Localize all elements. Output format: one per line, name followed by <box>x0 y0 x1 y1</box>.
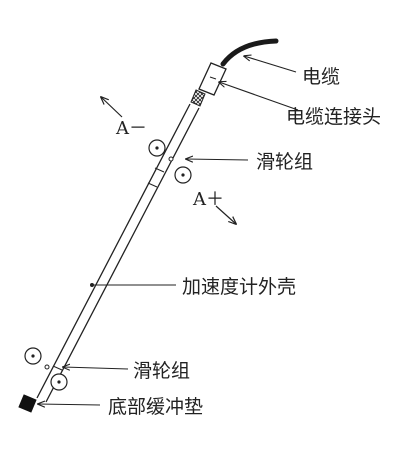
leader-upper-pulley <box>186 159 249 160</box>
a-plus-arrow <box>215 205 236 224</box>
accelerometer-housing <box>36 103 200 403</box>
a-plus-label: A＋ <box>192 189 224 210</box>
hatched-coupling <box>190 89 206 107</box>
a-minus-label: A－ <box>115 118 147 139</box>
label-upper-pulley: 滑轮组 <box>256 151 313 173</box>
upper-pulley-group <box>148 139 192 184</box>
label-cable: 电缆 <box>302 66 340 88</box>
leader-lower-pulley <box>63 367 129 369</box>
bottom-buffer-pad <box>18 394 37 413</box>
leader-cable-connector <box>219 82 299 111</box>
leader-cable <box>244 56 297 73</box>
cable <box>220 38 279 67</box>
cable-connector <box>198 62 227 96</box>
leader-bottom-buffer <box>38 404 101 405</box>
a-minus-arrow <box>101 97 123 118</box>
leader-accel-dot <box>90 283 94 287</box>
label-bottom-buffer: 底部缓冲垫 <box>108 396 203 418</box>
label-lower-pulley: 滑轮组 <box>133 360 190 382</box>
label-cable-connector: 电缆连接头 <box>286 106 381 128</box>
label-accel-housing: 加速度计外壳 <box>182 276 296 298</box>
lower-pulley-group <box>24 347 68 391</box>
